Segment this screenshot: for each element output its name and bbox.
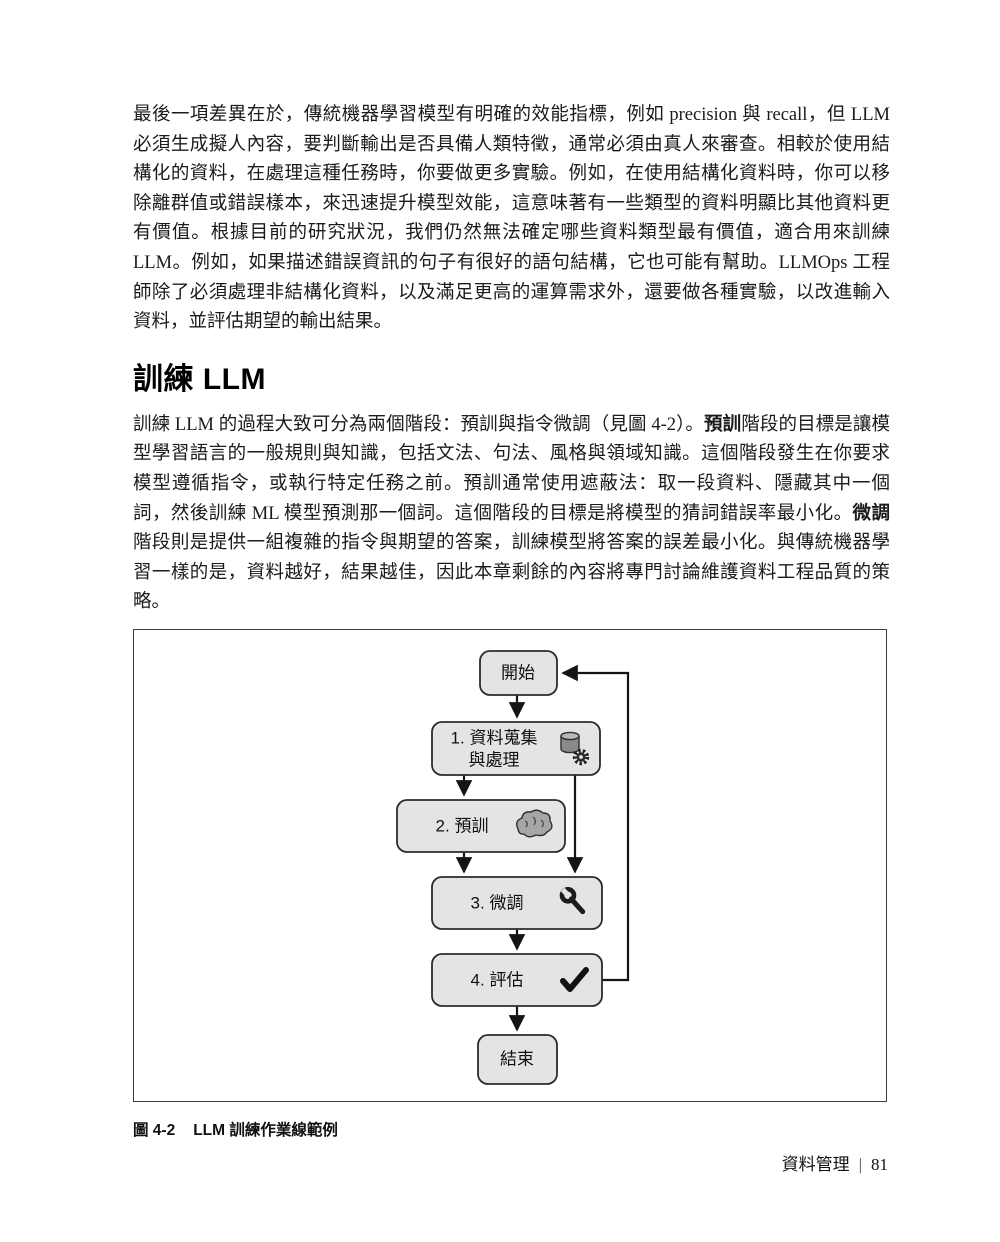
- flow-node-pretrain-label: 2. 預訓: [436, 816, 489, 835]
- flow-node-collect: 1. 資料蒐集 與處理: [431, 721, 601, 776]
- flow-node-pretrain: 2. 預訓: [396, 799, 566, 853]
- footer-section-title: 資料管理: [781, 1155, 850, 1174]
- figure-caption-text: LLM 訓練作業線範例: [193, 1121, 338, 1139]
- flow-node-end: 結束: [477, 1034, 558, 1085]
- section-heading: 訓練 LLM: [133, 362, 266, 396]
- figure-frame: 開始 1. 資料蒐集 與處理: [133, 628, 887, 1102]
- flow-node-start: 開始: [479, 650, 558, 696]
- footer-page-number: 81: [871, 1155, 888, 1174]
- flow-node-collect-label-line1: 1. 資料蒐集: [451, 728, 538, 747]
- figure-caption-label: 圖 4-2: [133, 1121, 176, 1139]
- brain-icon: [515, 809, 553, 838]
- check-icon: [560, 966, 589, 992]
- arrow-evaluate-to-start-loop: [561, 664, 630, 982]
- flow-node-start-label: 開始: [501, 663, 535, 682]
- paragraph-1: 最後一項差異在於，傳統機器學習模型有明確的效能指標，例如 precision 與…: [133, 101, 890, 338]
- paragraph-2-text-a: 訓練 LLM 的過程大致可分為兩個階段：預訓與指令微調（見圖 4-2）。: [133, 414, 705, 435]
- flowchart-llm-training: 開始 1. 資料蒐集 與處理: [396, 650, 630, 1085]
- paragraph-2-text-c: 階段則是提供一組複雜的指令與期望的答案，訓練模型將答案的誤差最小化。與傳統機器學…: [133, 533, 890, 613]
- paragraph-1-text: 最後一項差異在於，傳統機器學習模型有明確的效能指標，例如 precision 與…: [133, 105, 890, 333]
- flow-node-finetune-label: 3. 微調: [471, 893, 524, 912]
- term-finetune: 微調: [852, 503, 890, 524]
- figure-caption: 圖 4-2 LLM 訓練作業線範例: [133, 1118, 890, 1140]
- footer-divider: |: [858, 1155, 862, 1174]
- flow-node-collect-label-line2: 與處理: [469, 750, 520, 769]
- paragraph-2: 訓練 LLM 的過程大致可分為兩個階段：預訓與指令微調（見圖 4-2）。預訓階段…: [133, 411, 890, 618]
- database-icon: [560, 731, 580, 754]
- figure-4-2: 開始 1. 資料蒐集 與處理: [133, 628, 890, 1140]
- term-pretrain: 預訓: [704, 414, 742, 435]
- flow-node-finetune: 3. 微調: [431, 876, 603, 930]
- wrench-icon: [559, 886, 586, 915]
- paragraph-2-text-b: 階段的目標是讓模型學習語言的一般規則與知識，包括文法、句法、風格與領域知識。這個…: [133, 414, 890, 524]
- page-content: 最後一項差異在於，傳統機器學習模型有明確的效能指標，例如 precision 與…: [133, 101, 890, 1140]
- flow-node-end-label: 結束: [500, 1049, 534, 1068]
- flow-node-evaluate: 4. 評估: [431, 953, 603, 1007]
- page-footer: 資料管理 | 81: [782, 1150, 888, 1175]
- flow-node-evaluate-label: 4. 評估: [471, 970, 524, 989]
- gear-icon: [572, 748, 590, 766]
